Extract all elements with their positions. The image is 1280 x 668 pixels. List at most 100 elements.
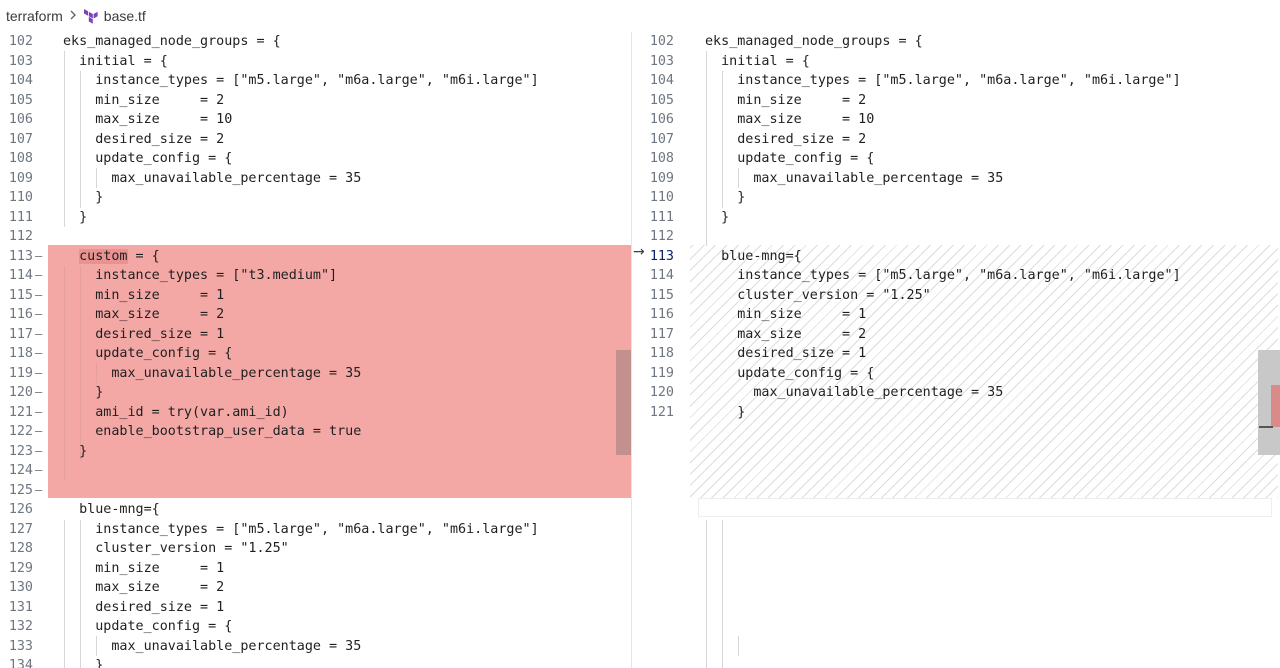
code-text: initial = { bbox=[705, 53, 810, 69]
line-number: 105 bbox=[649, 92, 674, 108]
code-text: max_unavailable_percentage = 35 bbox=[705, 170, 1004, 186]
code-line[interactable]: 113 blue-mng={ bbox=[642, 247, 1280, 267]
code-text: } bbox=[63, 443, 88, 459]
overview-removed-marker bbox=[1271, 385, 1280, 427]
code-line[interactable]: 130 max_size = 2 bbox=[0, 578, 631, 598]
line-number: 114 bbox=[8, 268, 33, 283]
code-line[interactable]: 118— update_config = { bbox=[0, 344, 631, 364]
code-line[interactable]: 119— max_unavailable_percentage = 35 bbox=[0, 364, 631, 384]
indent-guide bbox=[96, 363, 97, 383]
line-number: 120 bbox=[649, 385, 674, 400]
code-line[interactable]: 132 update_config = { bbox=[0, 617, 631, 637]
code-line[interactable]: 104 instance_types = ["m5.large", "m6a.l… bbox=[642, 71, 1280, 91]
overview-ruler[interactable] bbox=[1258, 350, 1280, 455]
code-line[interactable]: 107 desired_size = 2 bbox=[642, 130, 1280, 150]
code-line[interactable]: 120— } bbox=[0, 383, 631, 403]
code-line[interactable]: 128 cluster_version = "1.25" bbox=[0, 539, 631, 559]
removed-line-marker: — bbox=[35, 385, 43, 399]
code-line[interactable]: 114— instance_types = ["t3.medium"] bbox=[0, 266, 631, 286]
code-line[interactable]: 123— } bbox=[0, 442, 631, 462]
code-line[interactable]: 112 bbox=[642, 227, 1280, 247]
line-number: 133 bbox=[8, 638, 33, 654]
code-line[interactable]: 127 instance_types = ["m5.large", "m6a.l… bbox=[0, 520, 631, 540]
code-line[interactable]: 117— desired_size = 1 bbox=[0, 325, 631, 345]
code-line[interactable]: 114 instance_types = ["m5.large", "m6a.l… bbox=[642, 266, 1280, 286]
code-line[interactable]: 119 update_config = { bbox=[642, 364, 1280, 384]
code-line[interactable]: 106 max_size = 10 bbox=[642, 110, 1280, 130]
code-line[interactable]: 122— enable_bootstrap_user_data = true bbox=[0, 422, 631, 442]
line-number: 119 bbox=[8, 365, 33, 381]
code-text: ami_id = try(var.ami_id) bbox=[63, 404, 289, 420]
removed-line-marker: — bbox=[35, 463, 43, 477]
code-line[interactable]: 121 } bbox=[642, 403, 1280, 423]
code-line[interactable]: 118 desired_size = 1 bbox=[642, 344, 1280, 364]
vertical-scrollbar[interactable] bbox=[616, 350, 631, 455]
code-text: custom = { bbox=[79, 248, 160, 264]
code-line[interactable]: 121— ami_id = try(var.ami_id) bbox=[0, 403, 631, 423]
removed-line-marker: — bbox=[35, 482, 43, 497]
code-line[interactable]: 124— bbox=[0, 461, 631, 481]
code-line[interactable]: 108 update_config = { bbox=[642, 149, 1280, 169]
indent-guide bbox=[64, 520, 65, 668]
code-line[interactable]: 107 desired_size = 2 bbox=[0, 130, 631, 150]
code-line[interactable]: 105 min_size = 2 bbox=[642, 91, 1280, 111]
code-line[interactable]: 110 } bbox=[0, 188, 631, 208]
code-line[interactable]: 106 max_size = 10 bbox=[0, 110, 631, 130]
code-line[interactable]: 116 min_size = 1 bbox=[642, 305, 1280, 325]
code-line[interactable]: 115— min_size = 1 bbox=[0, 286, 631, 306]
code-line[interactable]: 120 max_unavailable_percentage = 35 bbox=[642, 383, 1280, 403]
code-line[interactable]: 116— max_size = 2 bbox=[0, 305, 631, 325]
line-number: 102 bbox=[649, 34, 674, 49]
code-line[interactable]: 125— bbox=[0, 481, 631, 501]
indent-guide bbox=[80, 520, 81, 668]
code-line[interactable]: 126 blue-mng={ bbox=[0, 500, 631, 520]
code-line[interactable]: 113— custom = { bbox=[0, 247, 631, 267]
code-line[interactable]: 111 } bbox=[642, 208, 1280, 228]
code-text: blue-mng={ bbox=[63, 502, 160, 517]
code-text: instance_types = ["m5.large", "m6a.large… bbox=[63, 521, 539, 537]
line-number: 117 bbox=[649, 326, 674, 342]
code-text: eks_managed_node_groups = { bbox=[63, 34, 281, 49]
code-line[interactable]: 115 cluster_version = "1.25" bbox=[642, 286, 1280, 306]
removed-line-marker: — bbox=[35, 365, 43, 380]
line-number: 120 bbox=[8, 385, 33, 400]
code-line[interactable]: 111 } bbox=[0, 208, 631, 228]
removed-line-marker: — bbox=[35, 404, 43, 419]
code-text: max_size = 2 bbox=[63, 580, 225, 595]
revert-arrow-icon[interactable]: → bbox=[633, 244, 645, 260]
breadcrumb: terraform base.tf bbox=[0, 0, 1280, 32]
code-line[interactable]: 117 max_size = 2 bbox=[642, 325, 1280, 345]
code-text: instance_types = ["m5.large", "m6a.large… bbox=[705, 268, 1181, 283]
breadcrumb-folder[interactable]: terraform bbox=[6, 8, 63, 24]
code-text: max_size = 10 bbox=[63, 112, 233, 127]
chevron-right-icon bbox=[66, 9, 80, 23]
code-line[interactable]: 131 desired_size = 1 bbox=[0, 598, 631, 618]
code-line[interactable]: 109 max_unavailable_percentage = 35 bbox=[642, 169, 1280, 189]
code-line[interactable]: 134 } bbox=[0, 656, 631, 668]
line-number: 126 bbox=[8, 502, 33, 517]
code-line[interactable]: 110 } bbox=[642, 188, 1280, 208]
code-text: min_size = 1 bbox=[705, 307, 867, 322]
code-text: cluster_version = "1.25" bbox=[63, 541, 289, 556]
line-number: 103 bbox=[649, 53, 674, 69]
code-line[interactable]: 103 initial = { bbox=[642, 52, 1280, 72]
code-text: max_size = 10 bbox=[705, 112, 875, 127]
breadcrumb-file[interactable]: base.tf bbox=[103, 8, 146, 24]
code-line[interactable]: 105 min_size = 2 bbox=[0, 91, 631, 111]
code-line[interactable]: 112 bbox=[0, 227, 631, 247]
code-line[interactable]: 104 instance_types = ["m5.large", "m6a.l… bbox=[0, 71, 631, 91]
code-text: min_size = 2 bbox=[63, 92, 225, 108]
indent-guide bbox=[722, 520, 723, 668]
code-line[interactable]: 129 min_size = 1 bbox=[0, 559, 631, 579]
code-text: min_size = 1 bbox=[63, 560, 225, 576]
code-line[interactable]: 133 max_unavailable_percentage = 35 bbox=[0, 637, 631, 657]
line-number: 107 bbox=[649, 131, 674, 147]
line-number: 128 bbox=[8, 541, 33, 556]
code-line[interactable]: 103 initial = { bbox=[0, 52, 631, 72]
code-line[interactable]: 108 update_config = { bbox=[0, 149, 631, 169]
code-line[interactable]: 109 max_unavailable_percentage = 35 bbox=[0, 169, 631, 189]
